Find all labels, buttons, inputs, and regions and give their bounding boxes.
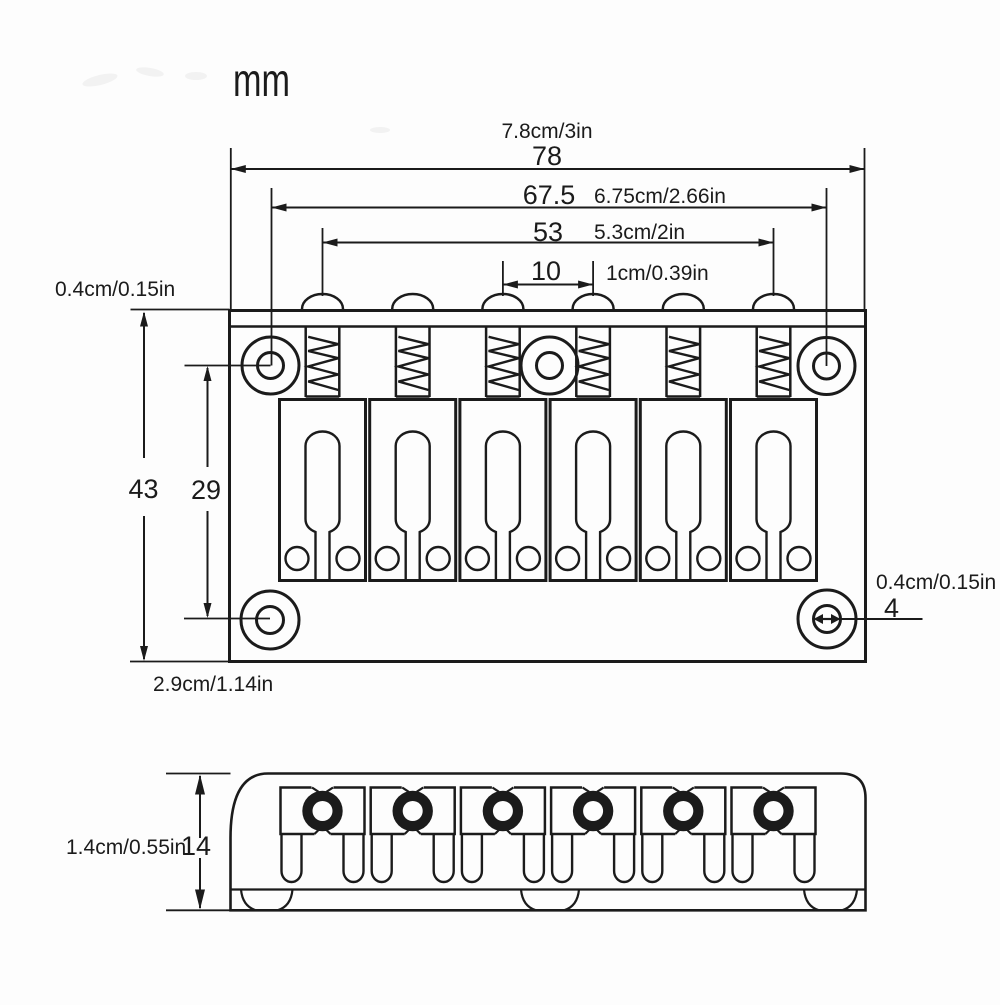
svg-text:1.4cm/0.55in: 1.4cm/0.55in [66, 836, 186, 859]
svg-text:53: 53 [533, 217, 563, 247]
svg-text:14: 14 [181, 831, 211, 861]
svg-text:4: 4 [884, 593, 899, 623]
svg-text:5.3cm/2in: 5.3cm/2in [594, 221, 685, 244]
svg-text:7.8cm/3in: 7.8cm/3in [501, 120, 592, 143]
svg-text:29: 29 [191, 475, 221, 505]
svg-text:0.4cm/0.15in: 0.4cm/0.15in [876, 571, 996, 594]
svg-text:0.4cm/0.15in: 0.4cm/0.15in [55, 278, 175, 301]
svg-text:67.5: 67.5 [523, 180, 576, 210]
svg-text:6.75cm/2.66in: 6.75cm/2.66in [594, 185, 726, 208]
svg-text:78: 78 [532, 141, 562, 171]
svg-text:mm: mm [233, 54, 290, 106]
svg-text:2.9cm/1.14in: 2.9cm/1.14in [153, 673, 273, 696]
svg-text:10: 10 [531, 256, 561, 286]
svg-text:1cm/0.39in: 1cm/0.39in [606, 262, 709, 285]
svg-text:43: 43 [128, 474, 158, 504]
